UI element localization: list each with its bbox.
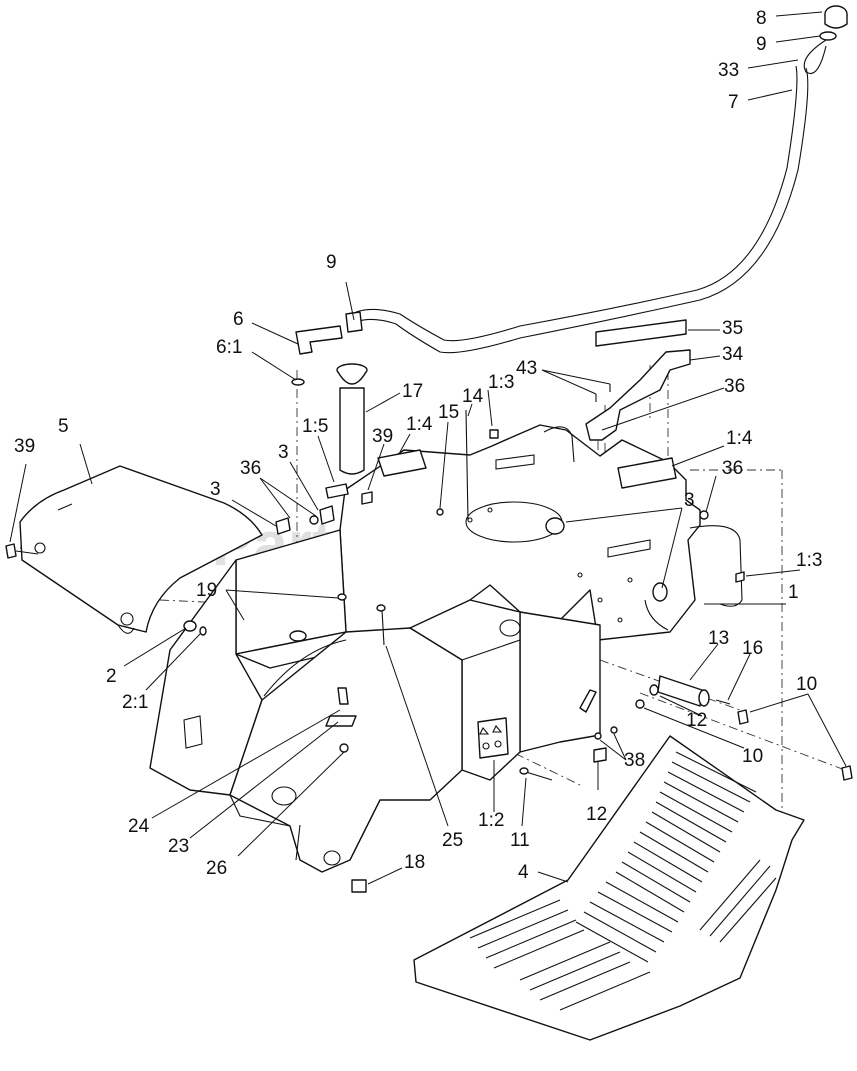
callout-label: 36	[724, 376, 745, 397]
callout-label: 10	[742, 746, 763, 767]
callout-label: 3	[210, 479, 221, 500]
callout-label: 4	[518, 862, 529, 883]
callout-label: 25	[442, 830, 463, 851]
fuel-strainer	[336, 363, 368, 475]
callout-label: 3	[278, 442, 289, 463]
callout-label: 1:3	[796, 550, 822, 571]
callout-label: 2:1	[122, 692, 148, 713]
foot-plate	[413, 735, 805, 1041]
callout-label: 6	[233, 309, 244, 330]
callout-label: 1:3	[488, 372, 514, 393]
callout-label: 12	[686, 710, 707, 731]
callout-label: 38	[624, 750, 645, 771]
callout-label: 10	[796, 674, 817, 695]
callout-label: 11	[510, 830, 530, 851]
callout-label: 2	[106, 666, 117, 687]
side-cover-panel	[19, 465, 263, 634]
callout-label: 7	[728, 92, 739, 113]
callout-label: 14	[462, 386, 484, 407]
callout-label: 1:5	[302, 416, 328, 437]
callout-label: 13	[708, 628, 729, 649]
callout-label: 8	[756, 8, 767, 29]
callout-label: 1	[788, 582, 799, 603]
callout-label: 9	[756, 34, 767, 55]
callout-label: 9	[326, 252, 337, 273]
leader-lines	[9, 11, 847, 885]
callout-label: 1:4	[406, 414, 433, 435]
callout-label: 16	[742, 638, 763, 659]
callout-label: 23	[168, 836, 189, 857]
callout-label: 15	[438, 402, 459, 423]
fuel-cap-assembly	[803, 5, 848, 74]
callout-labels: 8 9 33 7 9 6 6:1 17 35 34 43 36 1:3 14 1…	[14, 8, 822, 883]
callout-label: 5	[58, 416, 69, 437]
callout-label: 39	[372, 426, 393, 447]
callout-label: 24	[128, 816, 150, 837]
callout-label: 1:2	[478, 810, 504, 831]
callout-label: 19	[196, 580, 217, 601]
callout-label: 3	[684, 490, 695, 511]
elbow-fitting	[291, 325, 343, 386]
callout-label: 35	[722, 318, 743, 339]
callout-label: 39	[14, 436, 35, 457]
callout-label: 33	[718, 60, 739, 81]
callout-label: 34	[722, 344, 744, 365]
callout-label: 26	[206, 858, 227, 879]
main-frame	[235, 424, 743, 781]
callout-label: 18	[404, 852, 425, 873]
callout-label: 17	[402, 381, 423, 402]
callout-label: 36	[722, 458, 743, 479]
callout-label: 12	[586, 804, 607, 825]
hardware	[5, 319, 853, 893]
callout-label: 6:1	[216, 337, 242, 358]
fuel-hose	[345, 65, 809, 354]
callout-label: 1:4	[726, 428, 753, 449]
callout-label: 43	[516, 358, 537, 379]
callout-label: 36	[240, 458, 261, 479]
